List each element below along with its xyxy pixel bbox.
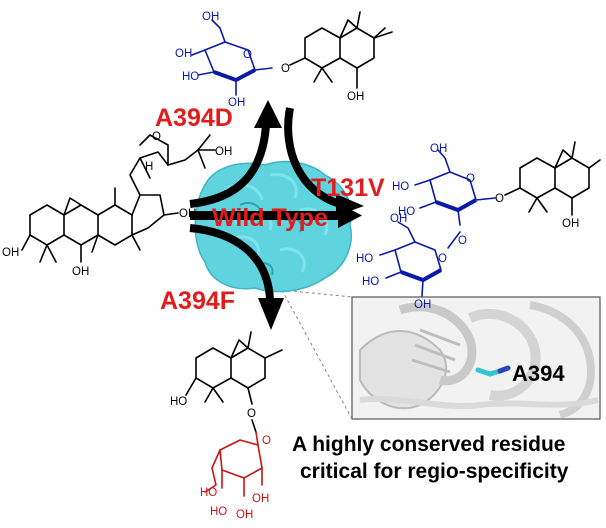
- substrate-oh-3: OH: [2, 247, 19, 259]
- wild-type-label: Wild Type: [212, 204, 328, 232]
- a394d-o-link: O: [281, 63, 290, 75]
- a394f-ho-3: HO: [170, 396, 187, 408]
- mutation-label-a394d: A394D: [155, 104, 233, 132]
- a394d-oh-2: OH: [228, 97, 245, 109]
- caption-line-2: critical for regio-specificity: [300, 460, 569, 483]
- a394f-oh-3: OH: [236, 509, 253, 521]
- a394f-ho-4: HO: [210, 506, 227, 518]
- mutation-label-t131v: T131V: [311, 174, 385, 202]
- substrate-h: H: [145, 161, 153, 173]
- a394d-oh-4: OH: [175, 48, 192, 60]
- a394d-o-ring: O: [243, 49, 252, 61]
- t131v-o-link-2: O: [458, 235, 467, 247]
- t131v-oh-6b: OH: [390, 213, 407, 225]
- mutation-label-a394f: A394F: [160, 287, 235, 315]
- a394d-arrow: [189, 100, 282, 208]
- substrate-o-ring: O: [152, 131, 161, 143]
- inset-leader-bottom: [281, 289, 353, 420]
- structure-inset: [351, 296, 601, 420]
- substrate-oh-6: OH: [72, 266, 89, 278]
- a394d-oh-6: OH: [202, 11, 219, 23]
- t131v-oh-2b: OH: [414, 299, 431, 311]
- substrate-oh-16: OH: [179, 208, 196, 220]
- product-a394d: [191, 11, 393, 96]
- t131v-ho-3b: HO: [362, 276, 379, 288]
- t131v-o-link: O: [495, 193, 504, 205]
- t131v-oh-aglycone: OH: [562, 218, 579, 230]
- a394d-oh-6-aglycone: OH: [347, 91, 364, 103]
- product-t131v: [379, 141, 601, 297]
- t131v-ho-4b: HO: [356, 253, 373, 265]
- t131v-ho-3a: HO: [398, 206, 415, 218]
- product-a394f: [185, 331, 283, 497]
- a394f-oh-2: OH: [252, 493, 269, 505]
- a394f-o-link: O: [247, 408, 256, 420]
- a394f-ho-6: HO: [200, 487, 217, 499]
- t131v-o-ring-b: O: [438, 253, 447, 265]
- caption-line-1: A highly conserved residue: [292, 433, 565, 456]
- a394f-arrow: [189, 224, 284, 330]
- t131v-ho-4a: HO: [392, 181, 409, 193]
- t131v-oh-6a: OH: [430, 143, 447, 155]
- a394f-o-ring: O: [262, 435, 271, 447]
- t131v-arrow: [284, 107, 364, 216]
- substrate-molecule: [21, 134, 216, 263]
- t131v-o-ring-a: O: [466, 173, 475, 185]
- a394d-ho-3: HO: [182, 71, 199, 83]
- substrate-oh-25: OH: [215, 146, 232, 158]
- residue-label: A394: [512, 361, 565, 386]
